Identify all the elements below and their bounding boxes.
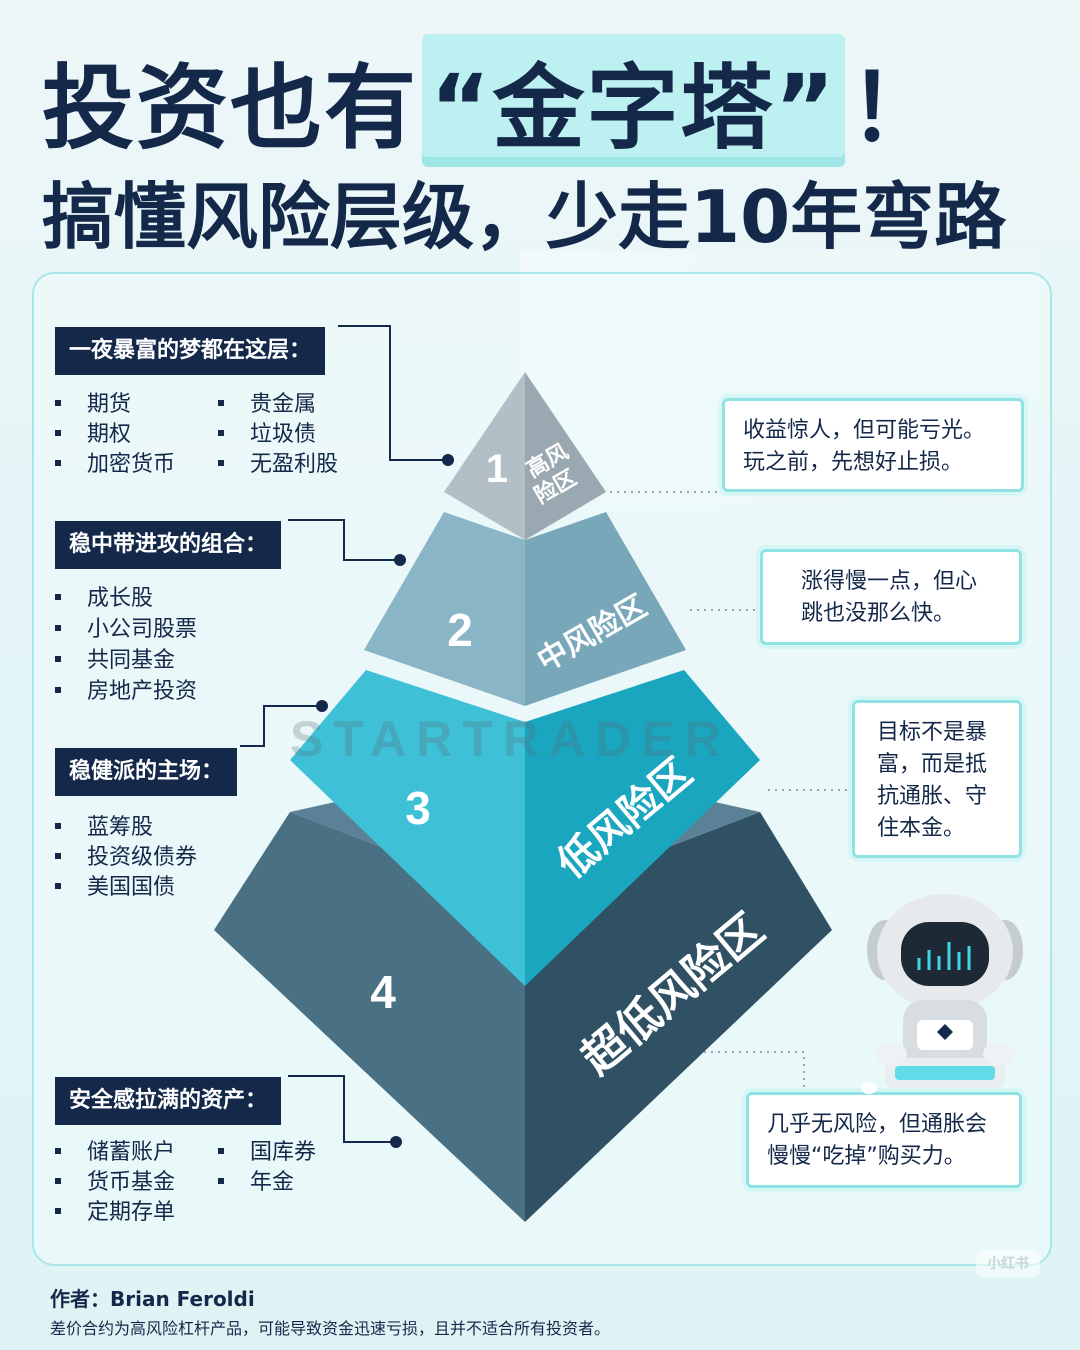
connector-dot-3 [316, 700, 328, 712]
note-tier-3-line3: 抗通胀、守 [877, 784, 988, 809]
connector-tier-1 [338, 325, 446, 461]
connector-dot-2 [394, 554, 406, 566]
list-item: 期权 [55, 420, 131, 450]
list-item: 国库券 [218, 1138, 316, 1168]
tier-4-right-face [525, 812, 832, 1222]
note-tier-3: 目标不是暴 富，而是抵 抗通胀、守 住本金。 [852, 700, 1022, 858]
list-item: 货币基金 [55, 1168, 175, 1198]
note-tier-3-line4: 住本金。 [877, 816, 966, 841]
tier-1-right-face [525, 372, 606, 540]
title-prefix: 投资也有 [42, 54, 419, 162]
note-connectors [610, 491, 852, 1092]
note-connector-4 [704, 1051, 805, 1092]
tier-2-right-face [525, 512, 686, 706]
tier-3-right-face [525, 670, 760, 986]
list-item: 加密货币 [55, 450, 175, 480]
group-label-high-risk: 一夜暴富的梦都在这层： [55, 327, 326, 375]
list-item: 投资级债券 [55, 843, 197, 873]
note-tier-4: 几乎无风险，但通胀会 慢慢“吃掉”购买力。 [746, 1092, 1022, 1188]
tier-2-left-face [364, 512, 525, 706]
list-item: 定期存单 [55, 1198, 175, 1228]
tier-4-left-face [214, 812, 525, 1222]
note-tier-1-line1: 收益惊人，但可能亏光。 [743, 418, 986, 443]
list-item: 蓝筹股 [55, 813, 153, 843]
connector-tier-3 [240, 705, 322, 747]
connector-tier-2 [288, 519, 398, 561]
xiaohongshu-badge: 小红书 [976, 1250, 1040, 1278]
list-item: 无盈利股 [218, 450, 338, 480]
note-tier-2-line1: 涨得慢一点，但心 [801, 569, 978, 594]
note-tier-3-line2: 富，而是抵 [877, 752, 988, 777]
author-credit: 作者：Brian Feroldi [50, 1287, 255, 1311]
group-label-medium-risk: 稳中带进攻的组合： [55, 521, 282, 569]
tier-2-number: 2 [447, 604, 473, 656]
connector-tier-4 [288, 1075, 394, 1143]
tier-3-number: 3 [405, 782, 431, 834]
list-item: 储蓄账户 [55, 1138, 175, 1168]
title-suffix: ！ [848, 54, 943, 162]
note-tier-4-line2: 慢慢“吃掉”购买力。 [767, 1144, 966, 1169]
list-item: 美国国债 [55, 873, 175, 903]
page-subtitle: 搞懂风险层级，少走10年弯路 [42, 174, 1007, 259]
list-item: 期货 [55, 390, 131, 420]
group-label-low-risk: 稳健派的主场： [55, 748, 238, 796]
title-highlight: “金字塔” [422, 33, 845, 167]
page-title: 投资也有 “金字塔” ！ [42, 33, 943, 167]
connector-dot-4 [390, 1136, 402, 1148]
risk-disclaimer: 差价合约为高风险杠杆产品，可能导致资金迅速亏损，且并不适合所有投资者。 [50, 1319, 611, 1338]
connector-lines [240, 325, 446, 1143]
list-item: 垃圾债 [218, 420, 316, 450]
tier-1-number: 1 [486, 447, 508, 491]
tier-1-left-face [444, 372, 525, 540]
list-item: 共同基金 [55, 646, 175, 676]
note-tier-1: 收益惊人，但可能亏光。 玩之前，先想好止损。 [722, 398, 1024, 492]
tier-4-number: 4 [370, 966, 396, 1018]
note-tier-2-line2: 跳也没那么快。 [801, 601, 956, 626]
list-item: 成长股 [55, 584, 153, 614]
note-tier-4-line1: 几乎无风险，但通胀会 [767, 1112, 988, 1137]
robot-mascot-image [861, 894, 1023, 1094]
connector-dot-1 [442, 454, 454, 466]
note-tier-1-line2: 玩之前，先想好止损。 [743, 450, 964, 475]
list-item: 房地产投资 [55, 677, 197, 707]
list-item: 贵金属 [218, 390, 316, 420]
note-tier-2: 涨得慢一点，但心 跳也没那么快。 [760, 549, 1022, 645]
list-item: 年金 [218, 1168, 294, 1198]
list-item: 小公司股票 [55, 615, 197, 645]
note-tier-3-line1: 目标不是暴 [877, 720, 988, 745]
tier-3-left-face [290, 670, 525, 986]
startrader-watermark: STARTRADER [290, 711, 731, 767]
group-label-ultra-low-risk: 安全感拉满的资产： [55, 1077, 282, 1125]
